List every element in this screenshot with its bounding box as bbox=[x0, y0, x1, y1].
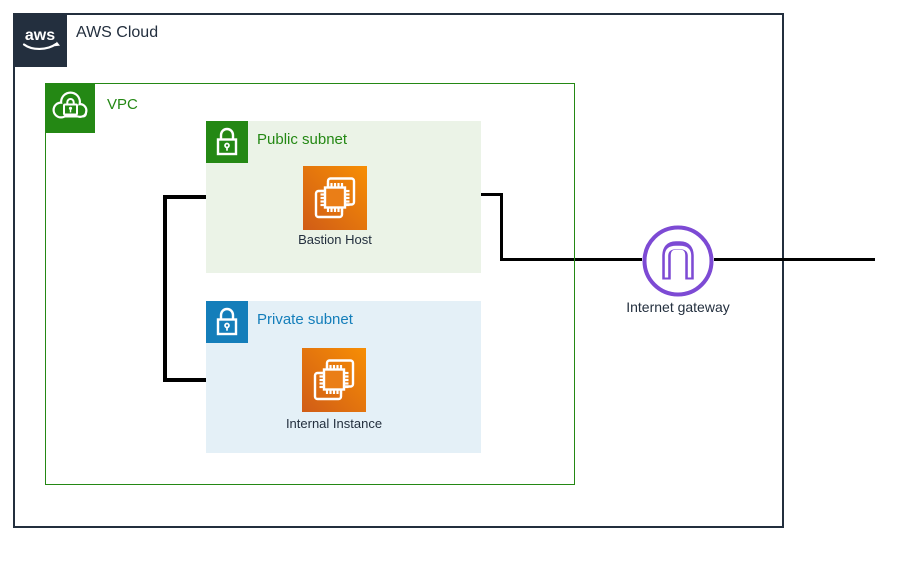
aws-cloud-label: AWS Cloud bbox=[76, 24, 159, 41]
ec2-instance-icon-internal bbox=[302, 348, 366, 412]
internet-gateway-label: Internet gateway bbox=[626, 299, 730, 315]
vpc-label: VPC bbox=[107, 96, 138, 113]
aws-logo-text: aws bbox=[25, 27, 55, 44]
aws-cloud-group-box bbox=[13, 13, 784, 528]
vpc-cloud-lock-icon bbox=[45, 83, 95, 133]
private-subnet-label: Private subnet bbox=[257, 311, 353, 328]
connector-to-gateway bbox=[500, 258, 642, 261]
vpc-group-box bbox=[45, 83, 575, 485]
connector-gateway-vertical bbox=[500, 193, 503, 261]
internal-instance-label: Internal Instance bbox=[285, 416, 383, 431]
public-subnet-label: Public subnet bbox=[257, 131, 348, 148]
bastion-host-label: Bastion Host bbox=[298, 232, 372, 247]
connector-gateway-to-internet bbox=[714, 258, 875, 261]
ec2-instance-icon-bastion bbox=[303, 166, 367, 230]
aws-logo-icon: aws bbox=[13, 13, 67, 67]
internet-gateway-icon bbox=[640, 223, 716, 299]
public-subnet-lock-icon bbox=[206, 121, 248, 163]
private-subnet-lock-icon bbox=[206, 301, 248, 343]
connector-bastion-internal-vertical bbox=[163, 195, 167, 382]
